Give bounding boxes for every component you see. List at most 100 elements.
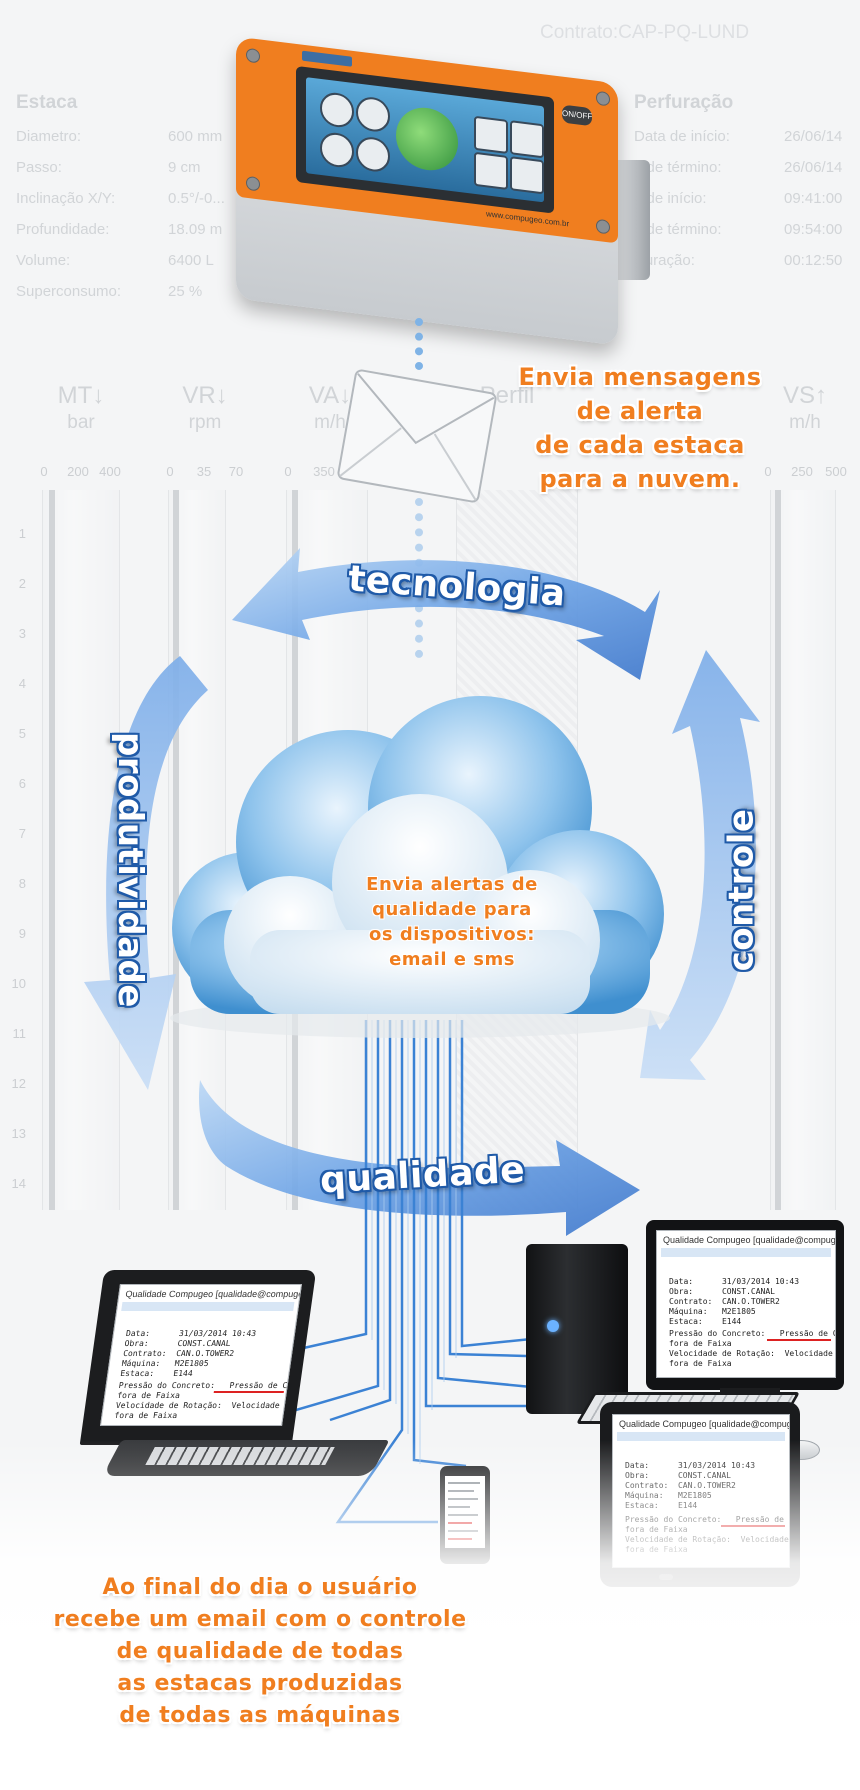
depth-label: 12	[11, 1076, 26, 1091]
email-field: Data: 31/03/2014 10:43	[125, 1329, 257, 1338]
laptop-email-screen: Qualidade Compugeo [qualidade@compugeo.c…	[100, 1284, 302, 1426]
column-head: VA↓	[308, 382, 352, 409]
perfuracao-label: ...de término:	[634, 159, 722, 176]
envelope-icon	[333, 365, 501, 507]
email-header: Qualidade Compugeo [qualidade@compugeo.c…	[663, 1235, 836, 1245]
email-alert: Pressão do Concreto: Pressão de Concreto	[118, 1381, 302, 1390]
estaca-label: Passo:	[16, 159, 62, 176]
estaca-title: Estaca	[16, 92, 78, 113]
desktop-tower	[526, 1244, 628, 1414]
perfuracao-label: ...de término:	[634, 221, 722, 238]
depth-label: 2	[18, 576, 26, 591]
contract-label: Contrato:CAP-PQ-LUND	[540, 22, 750, 43]
axis-tick: 35	[196, 464, 212, 479]
perfuracao-value: 26/06/14	[784, 128, 843, 145]
estaca-value: 25 %	[168, 283, 203, 300]
email-info-bar	[661, 1248, 831, 1257]
email-alert: fora de Faixa	[669, 1339, 732, 1348]
email-alert: fora de Faixa	[113, 1411, 178, 1420]
depth-label: 14	[11, 1176, 26, 1191]
column-head: MT↓	[57, 382, 105, 409]
axis-tick: 350	[313, 464, 335, 479]
depth-label: 13	[11, 1126, 26, 1141]
label-produtividade: produtividade	[109, 732, 150, 1008]
perfuracao-value: 00:12:50	[784, 252, 843, 269]
log-track	[168, 490, 226, 1210]
email-alert: fora de Faixa	[669, 1359, 732, 1368]
label-controle: controle	[721, 808, 762, 972]
estaca-value: 18.09 m	[168, 221, 223, 238]
estaca-label: Volume:	[16, 252, 71, 269]
depth-label: 8	[18, 876, 26, 891]
estaca-label: Superconsumo:	[16, 283, 122, 300]
depth-label: 5	[18, 726, 26, 741]
column-unit: m/h	[789, 412, 821, 433]
monitor-email-screen: Qualidade Compugeo [qualidade@compugeo.c…	[656, 1230, 836, 1378]
estaca-value: 0.5°/-0...	[168, 190, 225, 207]
email-alert: Pressão do Concreto: Pressão de Concreto	[669, 1329, 835, 1338]
floor-reflection	[0, 1440, 860, 1790]
arrow-top	[232, 548, 660, 680]
column-unit: rpm	[188, 412, 222, 433]
email-alert: fora de Faixa	[116, 1391, 181, 1400]
estaca-value: 9 cm	[168, 159, 201, 176]
perfuracao-title: Perfuração	[634, 92, 734, 113]
depth-label: 3	[18, 626, 26, 641]
axis-tick: 0	[40, 464, 48, 479]
perfuracao-value: 09:54:00	[784, 221, 843, 238]
perfuracao-label: Data de início:	[634, 128, 730, 145]
email-field: Estaca: E144	[119, 1369, 194, 1378]
depth-label: 10	[11, 976, 26, 991]
perfuracao-label: ...de início:	[634, 190, 707, 207]
depth-label: 4	[18, 676, 26, 691]
email-field: Obra: CONST.CANAL	[123, 1339, 232, 1348]
estaca-value: 6400 L	[168, 252, 214, 269]
email-field: Máquina: M2E1805	[121, 1359, 210, 1368]
column-unit: m/h	[314, 412, 346, 433]
log-track	[42, 490, 120, 1210]
perfuracao-value: 09:41:00	[784, 190, 843, 207]
alert-underline	[213, 1391, 284, 1393]
column-head: VR↓	[182, 382, 228, 409]
email-alert: Velocidade de Rotação: Velocidade de Rot…	[115, 1401, 302, 1410]
email-field: Contrato: CAN.O.TOWER2	[122, 1349, 235, 1358]
axis-tick: 0	[166, 464, 174, 479]
estaca-label: Diametro:	[16, 128, 82, 145]
depth-label: 6	[18, 776, 26, 791]
axis-tick: 0	[284, 464, 292, 479]
email-field: Data: 31/03/2014 10:43	[669, 1277, 800, 1286]
axis-tick: 70	[228, 464, 244, 479]
email-alert: Velocidade de Rotação: Velocidade de Rot…	[669, 1349, 833, 1358]
arrow-bottom	[199, 1080, 640, 1236]
axis-tick: 400	[99, 464, 121, 479]
depth-label: 1	[18, 526, 26, 541]
email-field: Máquina: M2E1805	[669, 1307, 756, 1316]
axis-tick: 250	[791, 464, 813, 479]
alert-underline	[767, 1339, 831, 1341]
depth-label: 7	[18, 826, 26, 841]
column-head: VS↑	[782, 382, 827, 409]
column-unit: bar	[67, 412, 95, 433]
power-led-icon	[547, 1320, 559, 1332]
axis-tick: 200	[67, 464, 89, 479]
device-to-envelope-link	[415, 318, 423, 370]
callout-send-alerts: Envia mensagens de alerta de cada estaca…	[518, 363, 762, 493]
perfuracao-value: 26/06/14	[784, 159, 843, 176]
axis-tick: 0	[764, 464, 772, 479]
depth-label: 11	[12, 1026, 27, 1041]
email-info-bar	[121, 1302, 295, 1311]
cloud-icon	[170, 696, 670, 1038]
email-field: Obra: CONST.CANAL	[669, 1287, 775, 1296]
email-field: Contrato: CAN.O.TOWER2	[669, 1297, 780, 1306]
axis-tick: 500	[825, 464, 847, 479]
email-field: Estaca: E144	[669, 1317, 742, 1326]
callout-cloud-alerts: Envia alertas de qualidade para os dispo…	[366, 874, 538, 970]
email-info-bar	[617, 1432, 785, 1441]
callout-daily-report: Ao final do dia o usuário recebe um emai…	[53, 1575, 467, 1728]
estaca-value: 600 mm	[168, 128, 223, 145]
depth-label: 9	[18, 926, 26, 941]
estaca-label: Profundidade:	[16, 221, 110, 238]
log-track	[770, 490, 836, 1210]
